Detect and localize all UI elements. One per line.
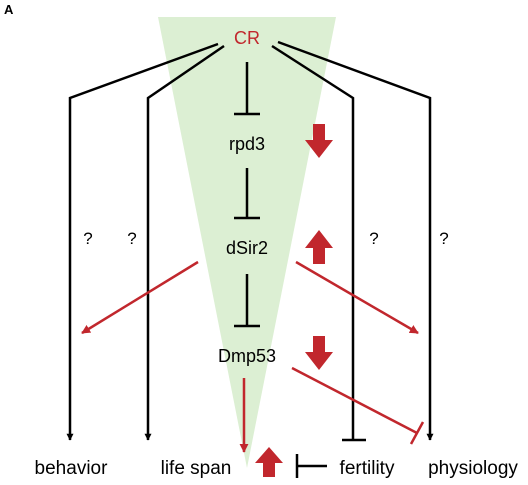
panel-label: A (4, 2, 14, 17)
outcome-fertility: fertility (340, 458, 395, 479)
rpd3-down-arrow (305, 124, 333, 158)
cr-to-physiology-path (277, 40, 434, 441)
dsir2-to-behavior-arrow (81, 260, 199, 335)
cr-to-fertility-path (271, 44, 355, 440)
cr-to-lifespan-path (144, 44, 225, 441)
dsir2-to-physiology-arrow (295, 260, 419, 335)
dsir2-up-arrow (305, 230, 333, 264)
lifespan-up-arrow (255, 447, 283, 477)
node-dsir2: dSir2 (226, 238, 268, 258)
node-dmp53: Dmp53 (218, 346, 276, 366)
node-rpd3: rpd3 (229, 134, 265, 154)
node-cr: CR (234, 28, 260, 48)
outcome-behavior: behavior (35, 458, 109, 479)
cr-to-behavior-path (66, 42, 219, 441)
dmp53-inhibits-physiology-line (291, 366, 418, 435)
dmp53-inhibits-physiology-bar (409, 421, 425, 445)
outcome-life-span: life span (161, 458, 232, 479)
outcome-physiology: physiology (428, 458, 518, 479)
unknown-behavior-link: ? (83, 229, 92, 248)
unknown-lifespan-link: ? (127, 229, 136, 248)
unknown-fertility-link: ? (369, 229, 378, 248)
unknown-physiology-link: ? (439, 229, 448, 248)
cr-gradient-cone (158, 17, 336, 468)
dmp53-down-arrow (305, 336, 333, 370)
